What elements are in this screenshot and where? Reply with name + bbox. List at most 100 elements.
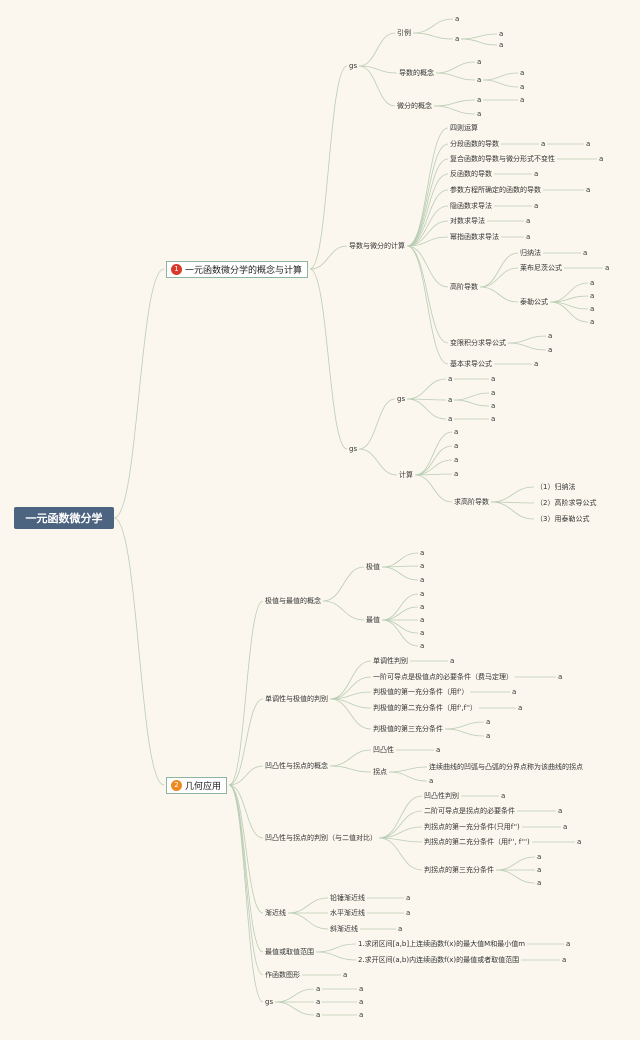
- branch-title: 一元函数微分学的概念与计算: [185, 265, 303, 276]
- leaf-node: a: [534, 359, 539, 368]
- leaf-node: a: [448, 395, 453, 404]
- connector-line-11: [482, 72, 519, 81]
- leaf-node: a: [420, 589, 425, 598]
- leaf-node: a: [491, 388, 496, 397]
- leaf-node: a: [486, 717, 491, 726]
- node-erjie: 二阶可导点是拐点的必要条件: [424, 806, 515, 815]
- leaf-node: a: [491, 374, 496, 383]
- connector-line-64: [490, 486, 535, 503]
- connector-line-18: [406, 127, 449, 247]
- leaf-node: a: [548, 331, 553, 340]
- connector-line-59: [414, 431, 453, 476]
- leaf-node: a: [406, 893, 411, 902]
- node-xie: 斜渐近线: [330, 924, 358, 933]
- node-q3: （3）用泰勒公式: [536, 514, 590, 523]
- connector-line-124: [274, 988, 315, 1003]
- leaf-node: a: [477, 95, 482, 104]
- leaf-node: a: [455, 34, 460, 43]
- connector-line-2: [309, 65, 348, 270]
- connector-line-79: [329, 660, 372, 700]
- connector-line-66: [490, 501, 535, 520]
- connector-line-72: [322, 600, 365, 621]
- connector-line-123: [228, 784, 264, 1003]
- connector-line-89: [444, 728, 485, 737]
- node-aotu-gainian: 凹凸性与拐点的概念: [265, 761, 328, 770]
- node-q2: （2）高阶求导公式: [536, 498, 597, 507]
- connector-line-46: [507, 342, 547, 351]
- leaf-node: a: [541, 139, 546, 148]
- connector-line-5: [412, 32, 454, 40]
- node-qiugaojie: 求高阶导数: [454, 497, 489, 506]
- connector-line-39: [479, 286, 519, 303]
- connector-line-45: [507, 335, 547, 344]
- node-z1: 1.求闭区间[a,b]上连续函数f(x)的最大值M和最小值m: [358, 939, 526, 948]
- node-yinli: 引例: [397, 28, 411, 37]
- leaf-node: a: [590, 278, 595, 287]
- leaf-node: a: [590, 317, 595, 326]
- connector-line-8: [358, 65, 398, 74]
- leaf-node: a: [359, 1010, 364, 1019]
- leaf-node: a: [454, 427, 459, 436]
- connector-line-0: [113, 268, 165, 519]
- leaf-node: a: [520, 82, 525, 91]
- leaf-node: a: [599, 154, 604, 163]
- connector-line-62: [414, 473, 453, 476]
- node-gs-c: gs: [349, 444, 358, 453]
- leaf-node: a: [454, 455, 459, 464]
- connector-line-117: [315, 943, 357, 953]
- node-fanhanshu: 反函数的导数: [450, 169, 492, 178]
- leaf-node: a: [486, 731, 491, 740]
- connector-line-9: [435, 61, 476, 74]
- leaf-node: a: [562, 955, 567, 964]
- connector-line-94: [388, 766, 428, 773]
- connector-line-19: [406, 143, 449, 247]
- root-node: 一元函数微分学: [14, 507, 114, 529]
- node-gaojie: 高阶导数: [450, 282, 478, 291]
- connector-line-95: [388, 771, 428, 782]
- connector-line-63: [414, 474, 453, 503]
- leaf-node: a: [534, 201, 539, 210]
- leaf-node: a: [526, 232, 531, 241]
- connector-line-17: [309, 245, 348, 270]
- leaf-node: a: [359, 984, 364, 993]
- leaf-node: a: [537, 865, 542, 874]
- node-duishu: 对数求导法: [450, 216, 485, 225]
- connector-line-88: [444, 721, 485, 730]
- node-leibuniz: 莱布尼茨公式: [520, 263, 562, 272]
- node-q1: （1）归纳法: [536, 482, 576, 491]
- node-gs-a: gs: [349, 61, 358, 70]
- connector-line-83: [329, 691, 372, 700]
- connector-line-47: [406, 245, 449, 365]
- connector-line-14: [433, 99, 476, 107]
- connector-line-69: [381, 552, 419, 568]
- leaf-node: a: [566, 939, 571, 948]
- leaf-node: a: [420, 641, 425, 650]
- leaf-node: a: [420, 628, 425, 637]
- connector-line-15: [433, 105, 476, 115]
- connector-line-1: [113, 517, 165, 786]
- connector-line-93: [329, 765, 372, 773]
- connector-line-24: [406, 173, 449, 247]
- connector-line-28: [406, 205, 449, 247]
- node-yinhanshu: 隐函数求导法: [450, 201, 492, 210]
- leaf-node: a: [590, 291, 595, 300]
- connector-line-77: [381, 619, 419, 647]
- node-shuiping: 水平渐近线: [330, 908, 365, 917]
- connector-line-97: [378, 795, 423, 839]
- leaf-node: a: [491, 401, 496, 410]
- connector-line-87: [329, 698, 372, 730]
- node-canshu: 参数方程所确定的函数的导数: [450, 185, 541, 194]
- leaf-node: a: [477, 57, 482, 66]
- connector-line-53: [406, 398, 447, 420]
- node-aotu-panbie: 凹凸性与拐点的判别（与二值对比）: [265, 833, 377, 842]
- leaf-node: a: [477, 109, 482, 118]
- leaf-node: a: [518, 703, 523, 712]
- leaf-node: a: [590, 304, 595, 313]
- leaf-node: a: [499, 40, 504, 49]
- node-dandiaoxing: 单调性判别: [373, 656, 408, 665]
- connector-line-71: [381, 566, 419, 581]
- connector-line-13: [358, 65, 396, 107]
- connector-line-103: [378, 837, 423, 843]
- leaf-node: a: [448, 374, 453, 383]
